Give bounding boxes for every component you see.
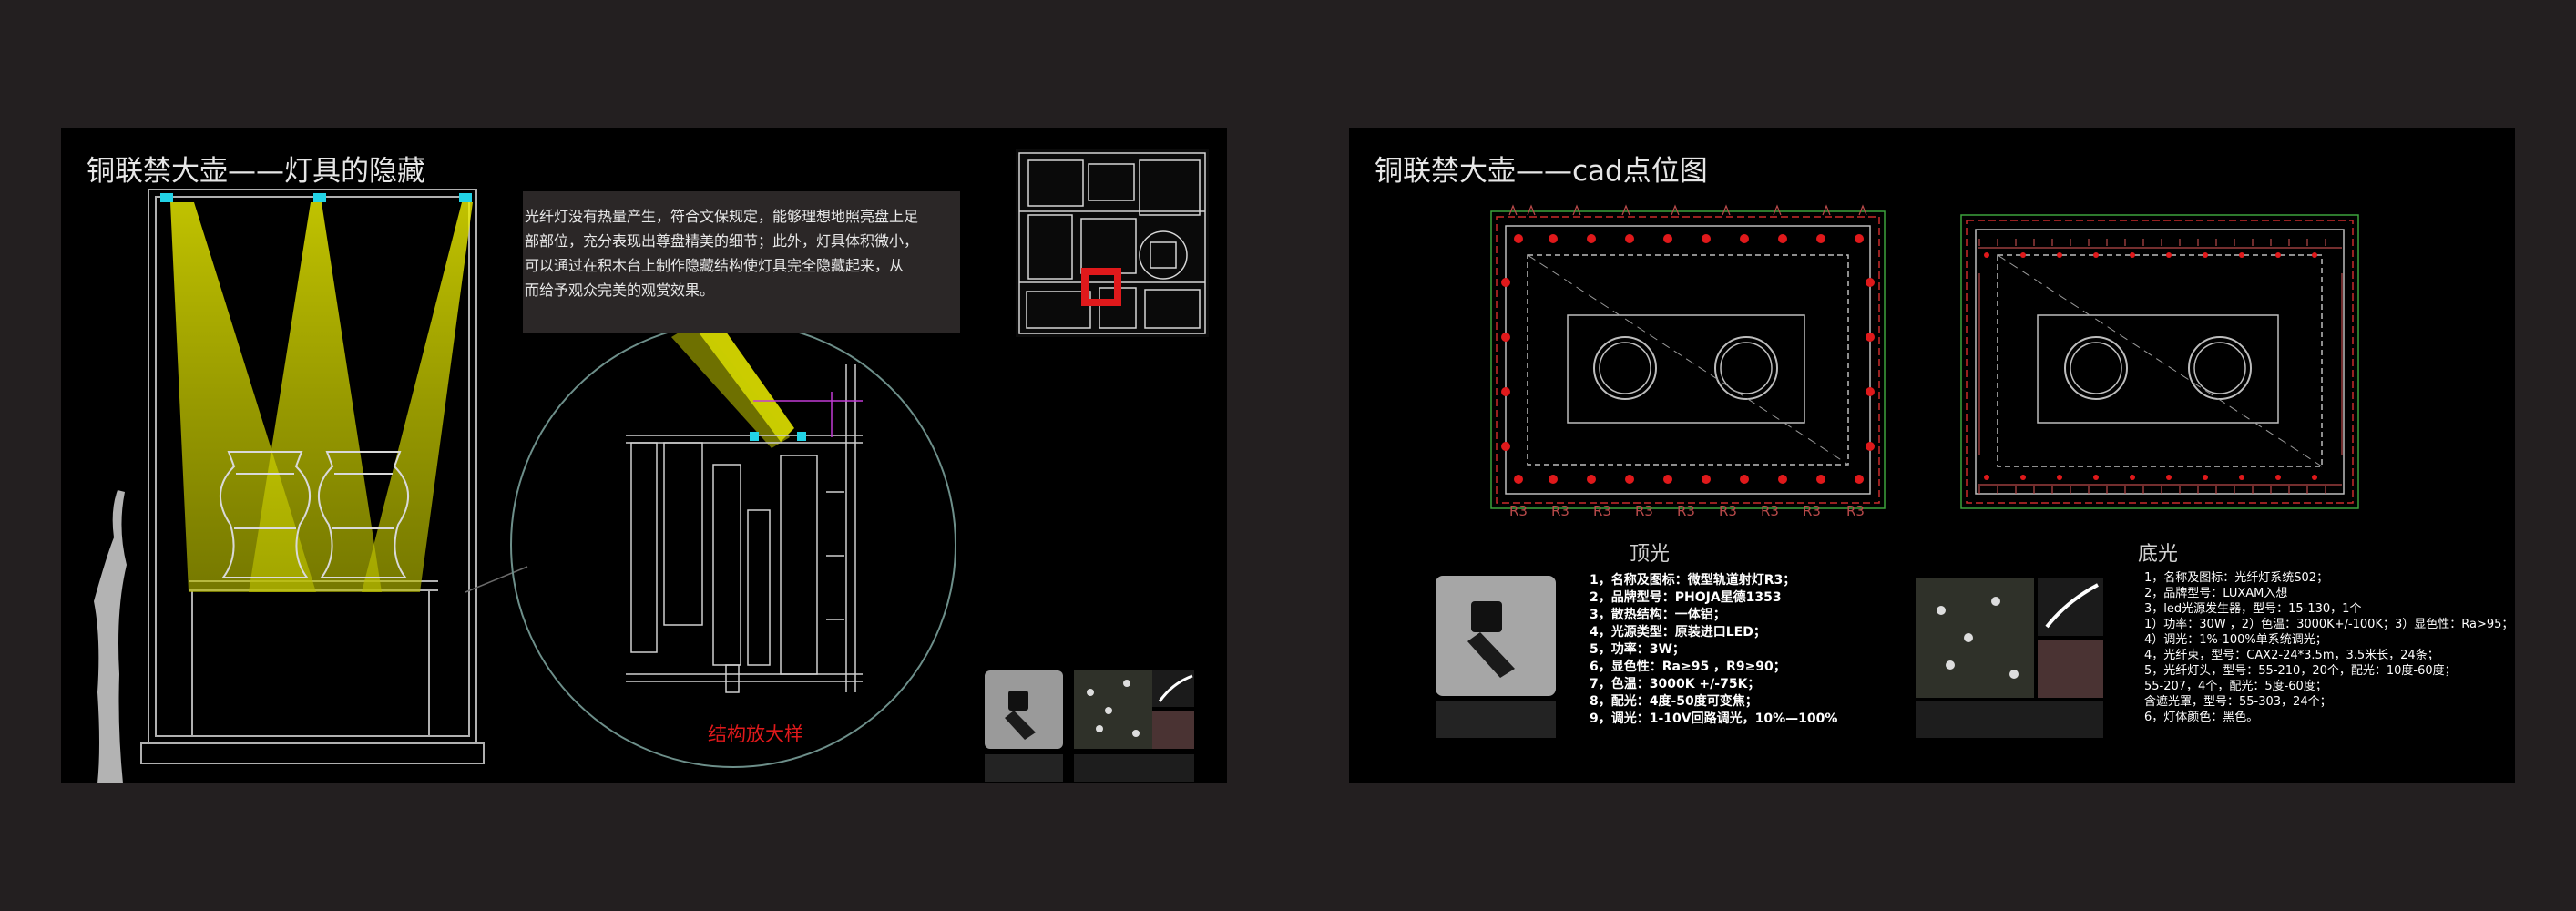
r3-marker-label: R3 xyxy=(1593,503,1611,519)
spec-line: 3，led光源发生器，型号：15-130，1个 xyxy=(2144,602,2362,616)
spec-line: 含遮光罩，型号：55-303，24个； xyxy=(2144,695,2332,709)
left-slide: 铜联禁大壶——灯具的隐藏 xyxy=(61,128,1227,783)
spec-line: 6，灯体颜色：黑色。 xyxy=(2144,711,2259,724)
description-line: 光纤灯没有热量产生，符合文保规定，能够理想地照亮盘上足 xyxy=(525,208,919,225)
spec-line: 9，调光：1-10V回路调光，10%—100% xyxy=(1590,711,1838,726)
light-beam-2 xyxy=(249,202,382,592)
highlight-marker xyxy=(1081,268,1121,306)
bronze-vases xyxy=(219,451,410,578)
display-case-drawing xyxy=(94,149,1209,783)
structure-detail-cad xyxy=(626,364,863,693)
right-slide-title: 铜联禁大壶——cad点位图 xyxy=(1375,155,1708,188)
r3-marker-label: R3 xyxy=(1635,503,1653,519)
spec-line: 1）功率：30W ，2）色温：3000K+/-100K；3）显色性：Ra>95； xyxy=(2144,618,2514,631)
thumb-spotlight xyxy=(985,670,1063,782)
spec-line: 4，光纤束，型号：CAX2-24*3.5m，3.5米长，24条； xyxy=(2144,649,2439,662)
bottom-light-plan xyxy=(1960,214,2359,509)
r3-marker-label: R3 xyxy=(1761,503,1779,519)
r3-marker-label: R3 xyxy=(1846,503,1865,519)
thumb-fiber-optics xyxy=(1074,670,1194,782)
spec-line: 5，光纤灯头，型号：55-210，20个，配光：10度-60度； xyxy=(2144,664,2457,678)
top-light-plan xyxy=(1490,204,1886,509)
spec-line: 1，名称及图标：微型轨道射灯R3； xyxy=(1590,573,1796,588)
cad-layout-drawings xyxy=(1436,204,2359,738)
visitor-silhouette xyxy=(94,490,127,783)
r3-marker-label: R3 xyxy=(1719,503,1737,519)
top-light-specs: 1，名称及图标：微型轨道射灯R3； 2，品牌型号：PHOJA星德1353 3，散… xyxy=(1590,572,1837,728)
bottom-light-specs: 1，名称及图标：光纤灯系统S02； 2，品牌型号：LUXAM入想 3，led光源… xyxy=(2144,570,2513,725)
bottom-light-label: 底光 xyxy=(2138,543,2179,566)
spec-line: 55-207，4个，配光：5度-60度； xyxy=(2144,680,2327,693)
spec-line: 2，品牌型号：PHOJA星德1353 xyxy=(1590,590,1782,605)
spec-line: 4，光源类型：原装进口LED； xyxy=(1590,625,1766,640)
structure-detail-label: 结构放大样 xyxy=(708,723,803,745)
spec-line: 5，功率：3W； xyxy=(1590,642,1685,657)
spec-line: 2，品牌型号：LUXAM入想 xyxy=(2144,587,2288,600)
r3-marker-label: R3 xyxy=(1803,503,1821,519)
top-light-label: 顶光 xyxy=(1630,543,1671,566)
site-plan-map xyxy=(1016,149,1209,337)
spec-line: 8，配光：4度-50度可变焦； xyxy=(1590,694,1758,709)
description-box: 光纤灯没有热量产生，符合文保规定，能够理想地照亮盘上足 部部位，充分表现出尊盘精… xyxy=(523,191,960,333)
spec-line: 7，色温：3000K +/-75K； xyxy=(1590,677,1761,691)
spec-line: 6，显色性：Ra≥95 ，R9≥90； xyxy=(1590,660,1786,674)
r3-marker-label: R3 xyxy=(1677,503,1695,519)
spec-line: 1，名称及图标：光纤灯系统S02； xyxy=(2144,571,2329,585)
right-slide: 铜联禁大壶——cad点位图 xyxy=(1349,128,2515,783)
description-line: 而给予观众完美的观赏效果。 xyxy=(525,281,715,299)
description-line: 部部位，充分表现出尊盘精美的细节；此外，灯具体积微小， xyxy=(525,232,919,250)
thumb-fiber-product xyxy=(1916,578,2103,738)
r3-marker-label: R3 xyxy=(1551,503,1569,519)
left-slide-title: 铜联禁大壶——灯具的隐藏 xyxy=(87,155,425,188)
spec-line: 3，散热结构：一体铝； xyxy=(1590,608,1726,622)
description-line: 可以通过在积木台上制作隐藏结构使灯具完全隐藏起来，从 xyxy=(525,257,905,274)
thumb-spotlight-product xyxy=(1436,576,1556,738)
light-beam-3 xyxy=(362,202,473,592)
spec-line: 4）调光：1%-100%单系统调光； xyxy=(2144,633,2327,647)
r3-marker-label: R3 xyxy=(1509,503,1528,519)
